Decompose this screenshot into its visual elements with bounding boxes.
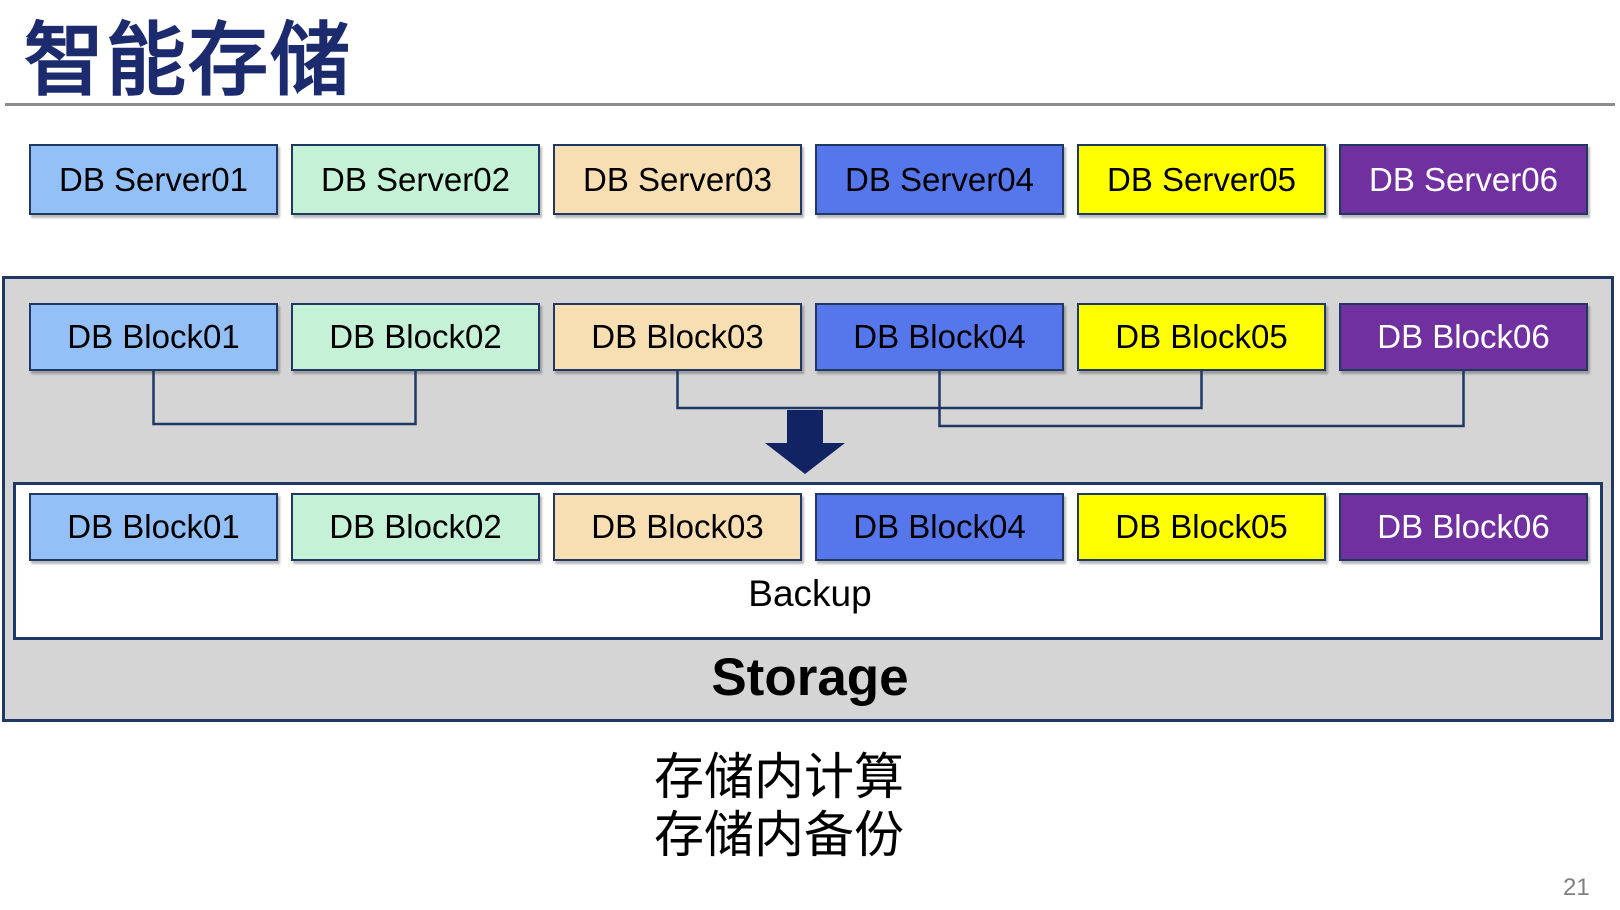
db-block-box-db-block06: DB Block06 bbox=[1339, 493, 1588, 561]
note-line-1: 存储内计算 bbox=[654, 749, 904, 805]
db-server-box-db-server01: DB Server01 bbox=[29, 144, 278, 215]
page-title: 智能存储 bbox=[24, 16, 352, 105]
db-server-box-db-server04: DB Server04 bbox=[815, 144, 1064, 215]
db-block-box-db-block02: DB Block02 bbox=[291, 493, 540, 561]
title-divider bbox=[5, 103, 1615, 106]
db-server-box-db-server05: DB Server05 bbox=[1077, 144, 1326, 215]
db-server-box-db-server03: DB Server03 bbox=[553, 144, 802, 215]
db-block-box-db-block01: DB Block01 bbox=[29, 303, 278, 371]
db-block-box-db-block04: DB Block04 bbox=[815, 493, 1064, 561]
storage-label: Storage bbox=[711, 648, 909, 707]
note-line-2: 存储内备份 bbox=[654, 807, 904, 863]
page-number: 21 bbox=[1563, 874, 1590, 901]
db-block-box-db-block03: DB Block03 bbox=[553, 303, 802, 371]
backup-box bbox=[13, 482, 1603, 640]
db-server-box-db-server06: DB Server06 bbox=[1339, 144, 1588, 215]
db-server-box-db-server02: DB Server02 bbox=[291, 144, 540, 215]
db-block-box-db-block03: DB Block03 bbox=[553, 493, 802, 561]
backup-label: Backup bbox=[748, 573, 872, 614]
db-block-box-db-block05: DB Block05 bbox=[1077, 303, 1326, 371]
db-block-box-db-block04: DB Block04 bbox=[815, 303, 1064, 371]
db-block-box-db-block06: DB Block06 bbox=[1339, 303, 1588, 371]
db-block-box-db-block02: DB Block02 bbox=[291, 303, 540, 371]
db-block-box-db-block01: DB Block01 bbox=[29, 493, 278, 561]
slide-notes: 存储内计算 存储内备份 bbox=[654, 748, 904, 864]
db-block-box-db-block05: DB Block05 bbox=[1077, 493, 1326, 561]
